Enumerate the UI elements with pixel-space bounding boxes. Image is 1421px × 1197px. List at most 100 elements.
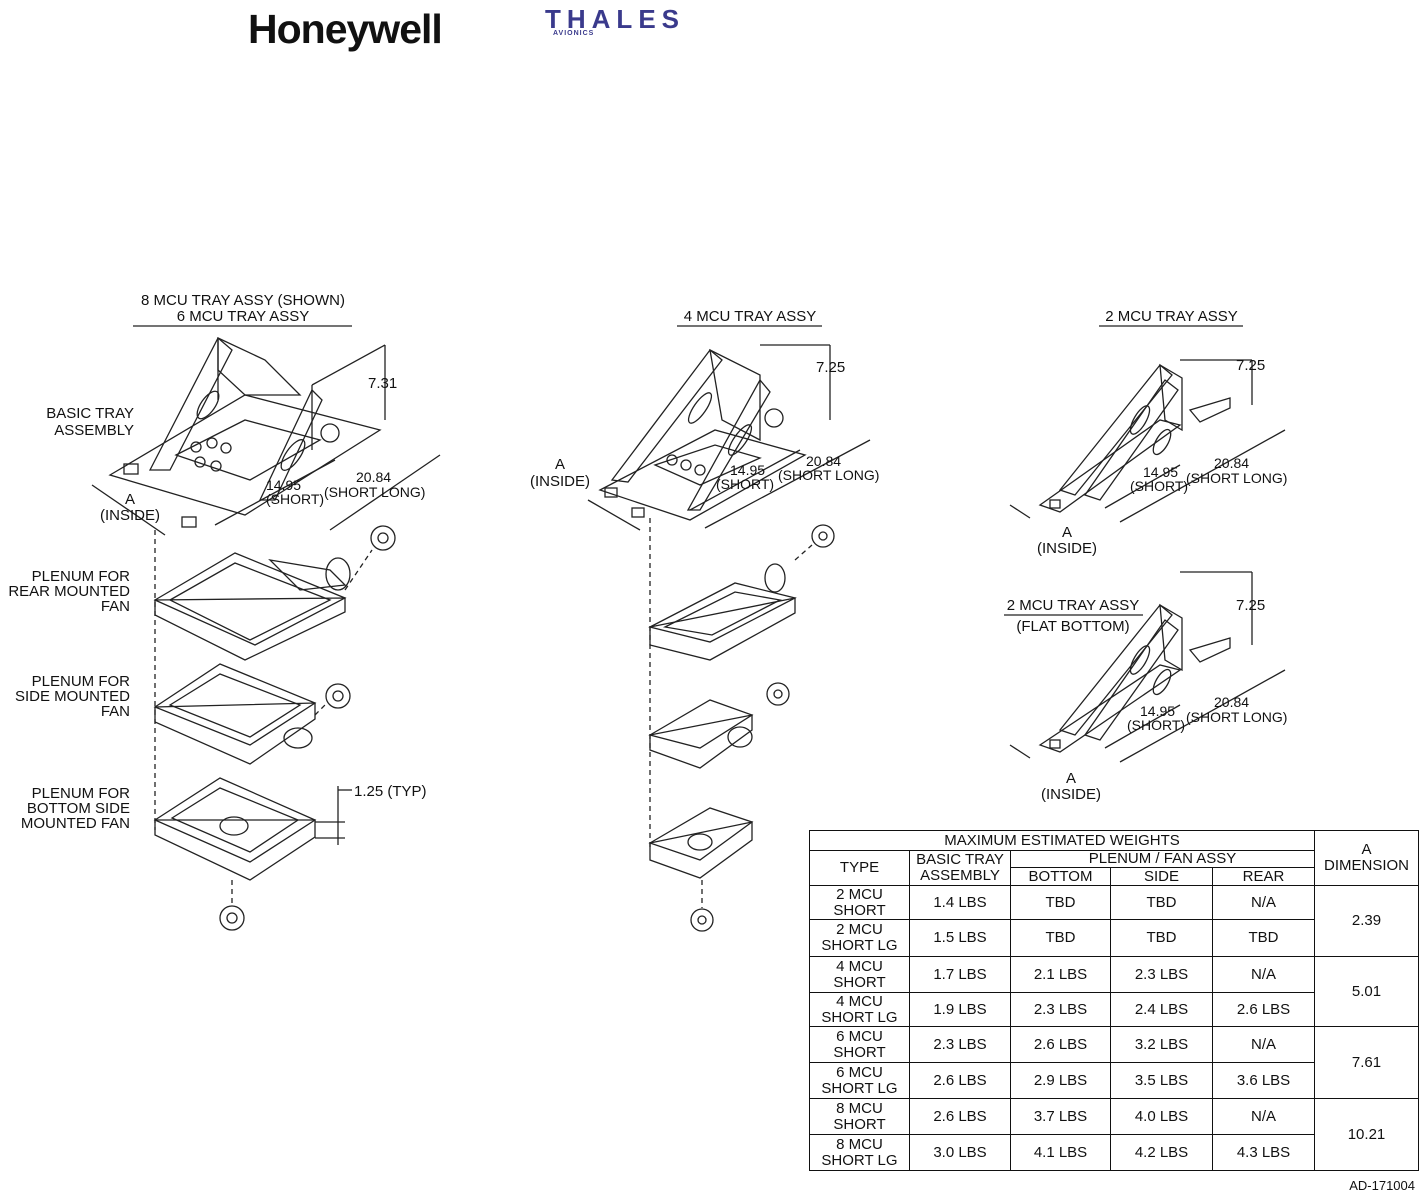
right2-short-word: (SHORT)	[1127, 717, 1186, 733]
bottom-cell: 4.1 LBS	[1010, 1134, 1111, 1171]
side-cell: 3.2 LBS	[1110, 1026, 1213, 1063]
plenum-header: PLENUM / FAN ASSY	[1010, 850, 1315, 868]
rear-cell: N/A	[1212, 1098, 1315, 1135]
side-cell: TBD	[1110, 919, 1213, 957]
mid-view-title: 4 MCU TRAY ASSY	[683, 308, 817, 325]
right-short-len: 14.95	[1143, 464, 1179, 480]
side-cell: TBD	[1110, 885, 1213, 920]
right-inside-label: (INSIDE)	[1037, 540, 1097, 557]
right-a-label: A	[1061, 524, 1072, 541]
thales-avionics-sub: AVIONICS	[553, 30, 595, 37]
side-cell: 2.4 LBS	[1110, 992, 1213, 1027]
mid-a-label: A	[554, 456, 565, 473]
honeywell-logo: Honeywell	[248, 6, 443, 52]
drawing-code: AD-171004	[1349, 1178, 1415, 1193]
rear-cell: 3.6 LBS	[1212, 1062, 1315, 1099]
type-header: TYPE	[809, 850, 910, 886]
bottom-cell: TBD	[1010, 919, 1111, 957]
plenum-rear-label-3: FAN	[100, 598, 130, 615]
bottom-cell: 2.1 LBS	[1010, 956, 1111, 993]
rear-header: REAR	[1212, 867, 1315, 886]
rear-cell: N/A	[1212, 956, 1315, 993]
tray-2mcu	[1009, 359, 1286, 523]
basic-tray-label-2: ASSEMBLY	[54, 422, 134, 439]
bottom-cell: TBD	[1010, 885, 1111, 920]
side-cell: 3.5 LBS	[1110, 1062, 1213, 1099]
basic-cell: 1.7 LBS	[909, 956, 1011, 993]
side-cell: 4.0 LBS	[1110, 1098, 1213, 1135]
basic-cell: 2.6 LBS	[909, 1062, 1011, 1099]
right-view-title: 2 MCU TRAY ASSY	[1105, 308, 1238, 325]
tray-8mcu	[91, 336, 441, 536]
left-long-word: (SHORT LONG)	[324, 484, 426, 500]
side-cell: 4.2 LBS	[1110, 1134, 1213, 1171]
plenum-bottom-mid	[648, 807, 754, 879]
right2-a-label: A	[1065, 770, 1076, 787]
a-dimension-cell: 5.01	[1314, 956, 1419, 1027]
basic-cell: 2.3 LBS	[909, 1026, 1011, 1063]
tray-2mcu-flat	[1009, 571, 1286, 763]
bottom-header: BOTTOM	[1010, 867, 1111, 886]
right-long-len: 20.84	[1214, 455, 1250, 471]
plenum-rear-left	[153, 552, 351, 661]
plenum-bottom-label-3: MOUNTED FAN	[20, 815, 130, 832]
right2-height-dim: 7.25	[1236, 597, 1266, 614]
left-short-word: (SHORT)	[266, 491, 325, 507]
plenum-bottom-label-2: BOTTOM SIDE	[26, 800, 130, 817]
plenum-side-left	[153, 663, 317, 765]
mid-long-len: 20.84	[806, 453, 842, 469]
basic-cell: 2.6 LBS	[909, 1098, 1011, 1135]
right-long-word: (SHORT LONG)	[1186, 470, 1288, 486]
thales-logo: THALES	[545, 4, 685, 34]
rear-cell: TBD	[1212, 919, 1315, 957]
basic-tray-label-1: BASIC TRAY	[46, 405, 134, 422]
basic-cell: 1.5 LBS	[909, 919, 1011, 957]
a-dimension-cell: 10.21	[1314, 1098, 1419, 1171]
left-view-title-2: 6 MCU TRAY ASSY	[176, 308, 310, 325]
right2-view-title-1: 2 MCU TRAY ASSY	[1006, 597, 1140, 614]
basic-cell: 1.4 LBS	[909, 885, 1011, 920]
side-header: SIDE	[1110, 867, 1213, 886]
right2-long-len: 20.84	[1214, 694, 1250, 710]
mid-height-dim: 7.25	[816, 359, 846, 376]
rear-cell: N/A	[1212, 1026, 1315, 1063]
typ-height-label: 1.25 (TYP)	[354, 783, 427, 800]
a-dimension-cell: 7.61	[1314, 1026, 1419, 1099]
tray-4mcu	[587, 344, 871, 531]
left-inside-label: (INSIDE)	[100, 507, 160, 524]
right2-long-word: (SHORT LONG)	[1186, 709, 1288, 725]
fan-parts-left	[154, 525, 396, 931]
plenum-rear-mid	[648, 563, 797, 661]
plenum-side-mid	[648, 699, 754, 769]
plenum-side-label-2: SIDE MOUNTED	[14, 688, 130, 705]
table-title: MAXIMUM ESTIMATED WEIGHTS	[809, 830, 1315, 851]
bottom-cell: 2.3 LBS	[1010, 992, 1111, 1027]
rear-cell: 2.6 LBS	[1212, 992, 1315, 1027]
bottom-cell: 3.7 LBS	[1010, 1098, 1111, 1135]
right2-short-len: 14.95	[1140, 703, 1176, 719]
left-short-len: 14.95	[266, 477, 302, 493]
right2-view-title-2: (FLAT BOTTOM)	[1016, 618, 1130, 635]
left-height-dim: 7.31	[368, 375, 398, 392]
plenum-bottom-label-1: PLENUM FOR	[31, 785, 130, 802]
left-a-label: A	[124, 491, 135, 508]
right-short-word: (SHORT)	[1130, 478, 1189, 494]
